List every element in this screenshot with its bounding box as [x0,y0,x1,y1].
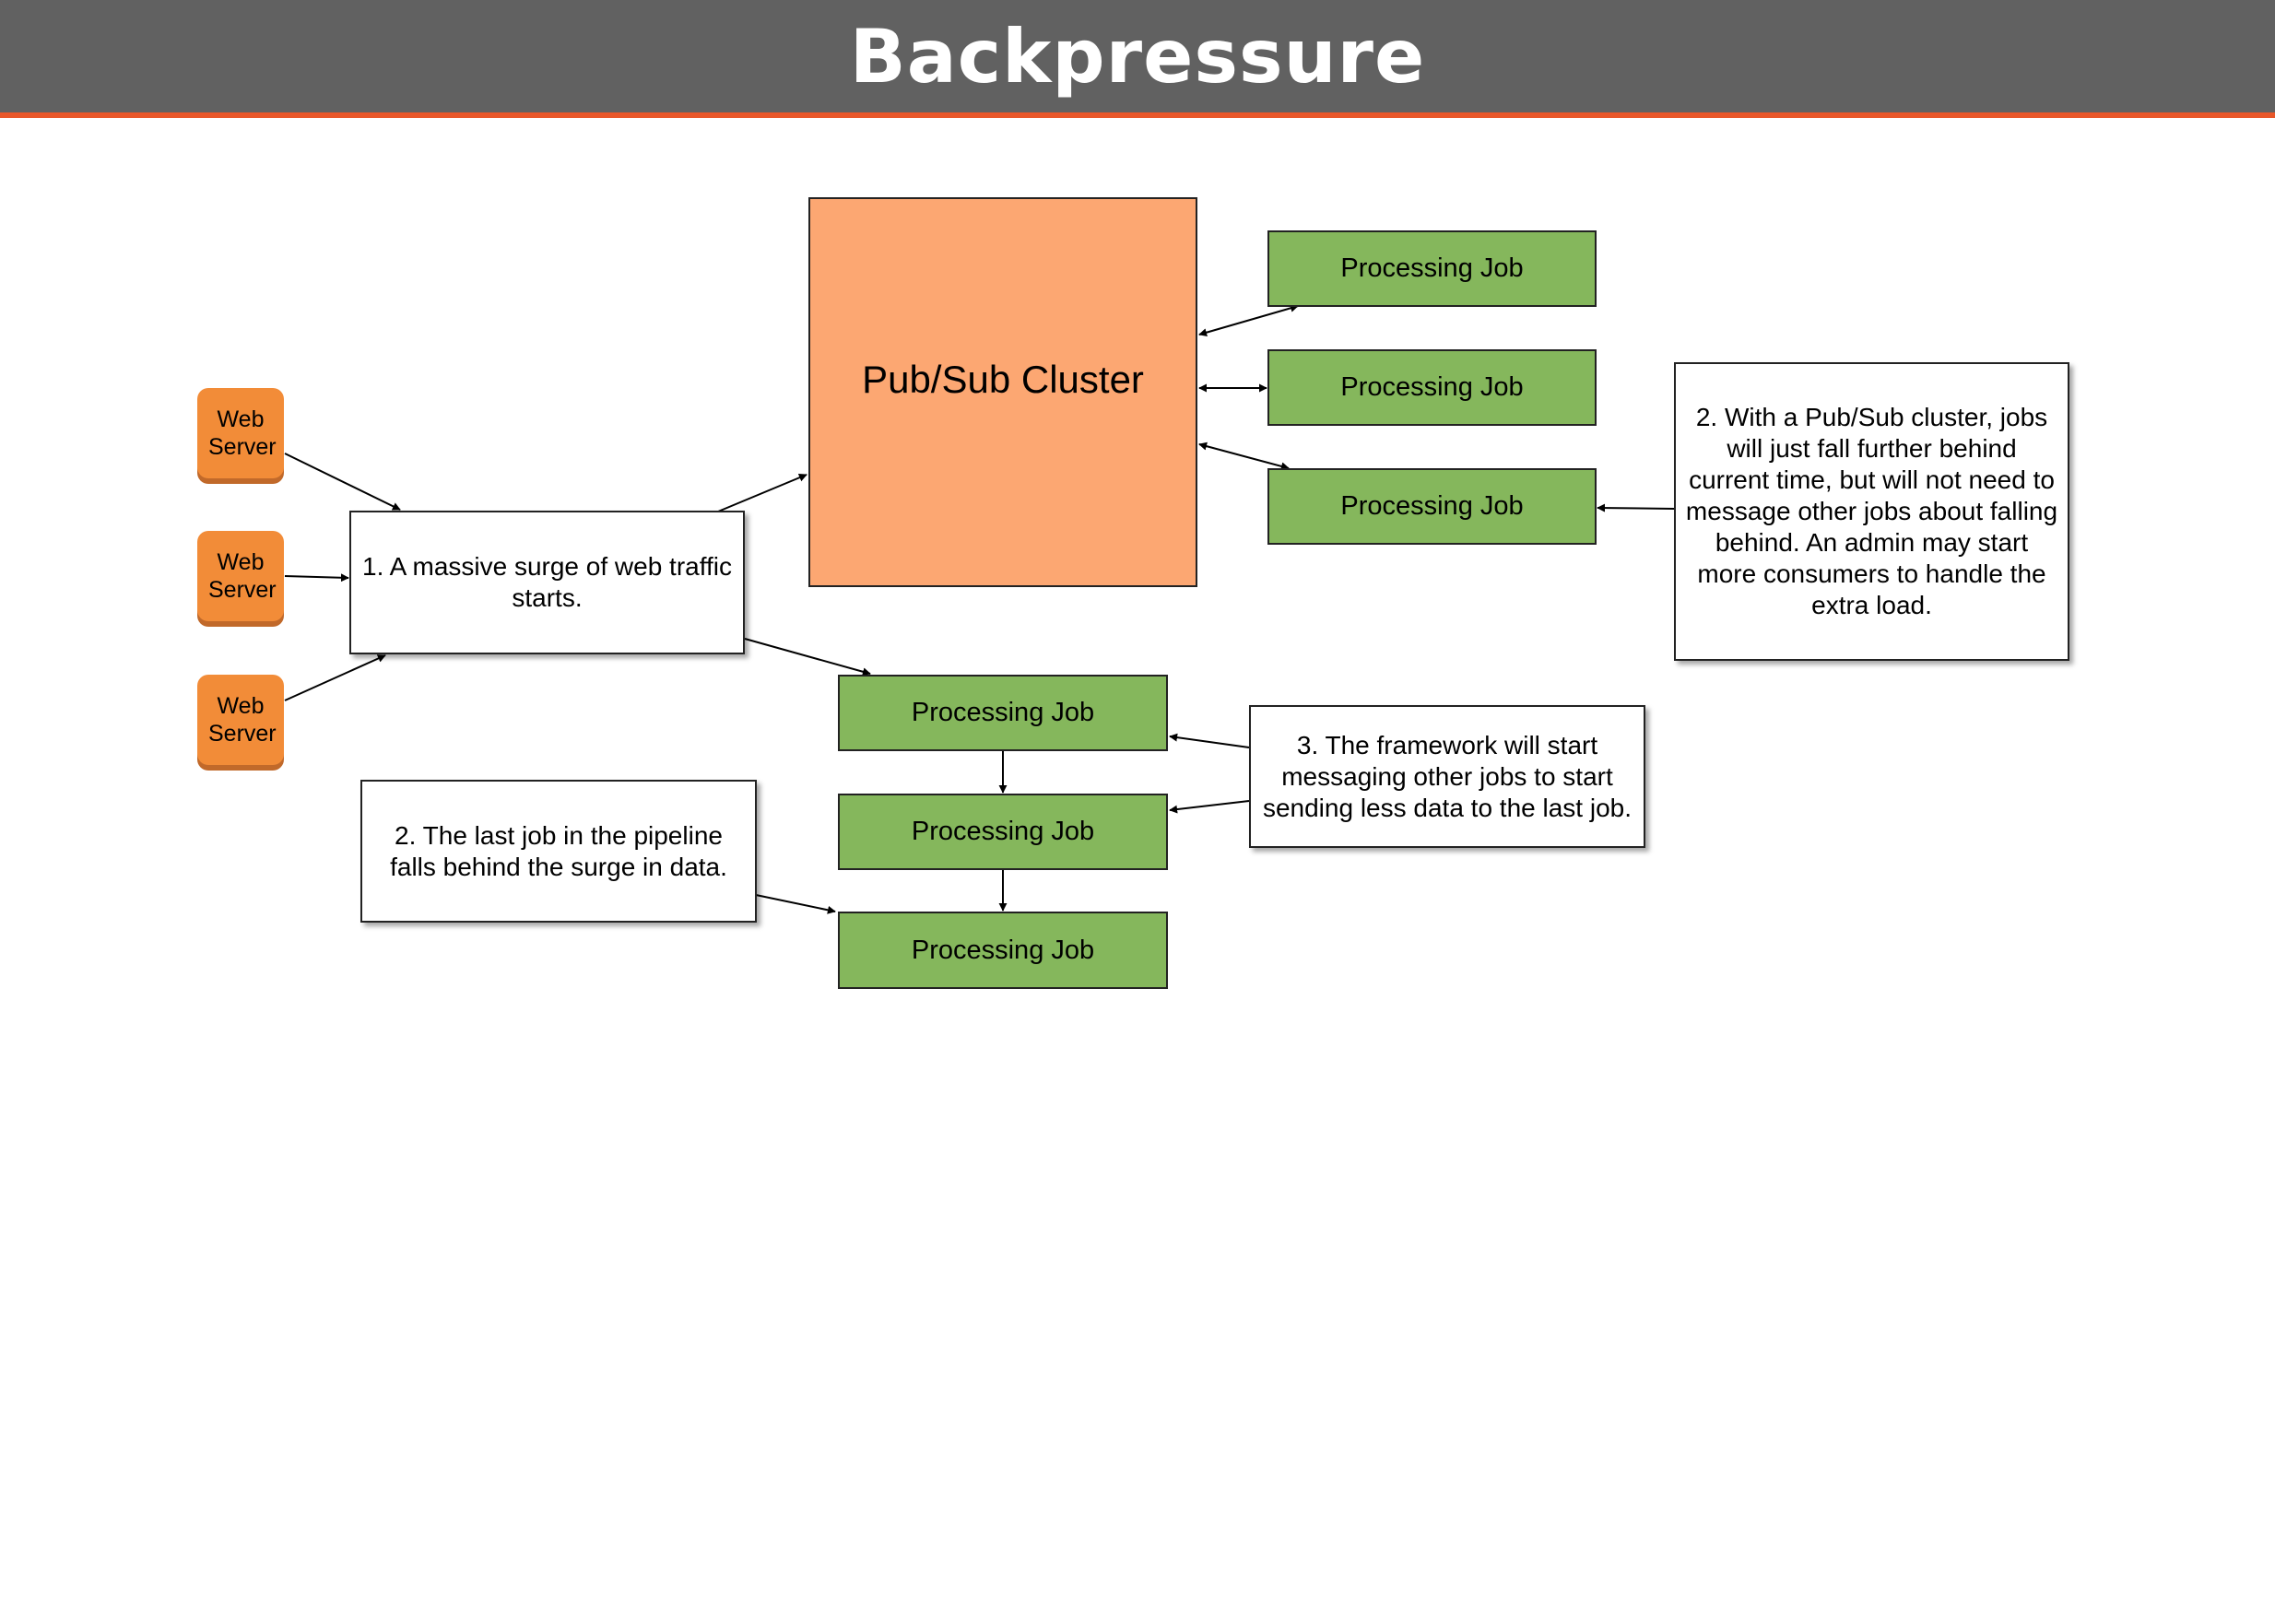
pipeline-processing-job-2-label: Processing Job [911,817,1095,846]
pubsub-cluster-label: Pub/Sub Cluster [862,357,1144,401]
note-framework-messaging-text: 3. The framework will start messaging ot… [1262,730,1633,822]
web-server-1-label: Web Server [208,406,277,460]
note-framework-messaging[interactable]: 3. The framework will start messaging ot… [1249,705,1645,848]
web-server-3[interactable]: Web Server [197,675,284,765]
arrow-framework-to-pipeline-1 [1169,733,1250,748]
pipeline-processing-job-3[interactable]: Processing Job [838,912,1168,989]
pipeline-processing-job-3-label: Processing Job [911,935,1095,965]
arrow-framework-to-pipeline-2 [1169,800,1250,814]
pipeline-processing-job-2[interactable]: Processing Job [838,794,1168,870]
pubsub-processing-job-2[interactable]: Processing Job [1267,349,1597,426]
web-server-2[interactable]: Web Server [197,531,284,621]
page-title: Backpressure [849,13,1426,100]
pipeline-processing-job-1-label: Processing Job [911,698,1095,727]
pubsub-processing-job-3[interactable]: Processing Job [1267,468,1597,545]
pubsub-processing-job-3-label: Processing Job [1340,491,1524,521]
note-pubsub-behind[interactable]: 2. With a Pub/Sub cluster, jobs will jus… [1674,362,2069,661]
title-bar: Backpressure [0,0,2275,118]
note-last-job-behind-text: 2. The last job in the pipeline falls be… [390,820,727,881]
arrow-note-to-pubsub-job3 [1597,503,1676,512]
note-pubsub-behind-text: 2. With a Pub/Sub cluster, jobs will jus… [1685,403,2058,619]
arrow-surge-to-pipeline [744,638,871,677]
web-server-3-label: Web Server [208,693,277,747]
pubsub-processing-job-1-label: Processing Job [1340,253,1524,283]
arrow-webserver2-to-surge [284,573,349,583]
web-server-1[interactable]: Web Server [197,388,284,478]
web-server-2-label: Web Server [208,549,277,603]
pubsub-processing-job-1[interactable]: Processing Job [1267,230,1597,307]
arrow-surge-to-cluster [717,473,807,512]
pipeline-processing-job-1[interactable]: Processing Job [838,675,1168,751]
arrow-cluster-job3 [1198,441,1290,471]
pubsub-cluster[interactable]: Pub/Sub Cluster [808,197,1197,587]
note-surge[interactable]: 1. A massive surge of web traffic starts… [349,511,745,654]
arrow-cluster-job1 [1198,303,1299,337]
note-last-job-behind[interactable]: 2. The last job in the pipeline falls be… [360,780,757,923]
arrow-webserver1-to-surge [284,453,401,511]
arrow-webserver3-to-surge [284,654,386,701]
note-surge-text: 1. A massive surge of web traffic starts… [362,552,733,612]
pubsub-processing-job-2-label: Processing Job [1340,372,1524,402]
arrow-lastjob-note-to-pipeline-3 [755,894,836,914]
